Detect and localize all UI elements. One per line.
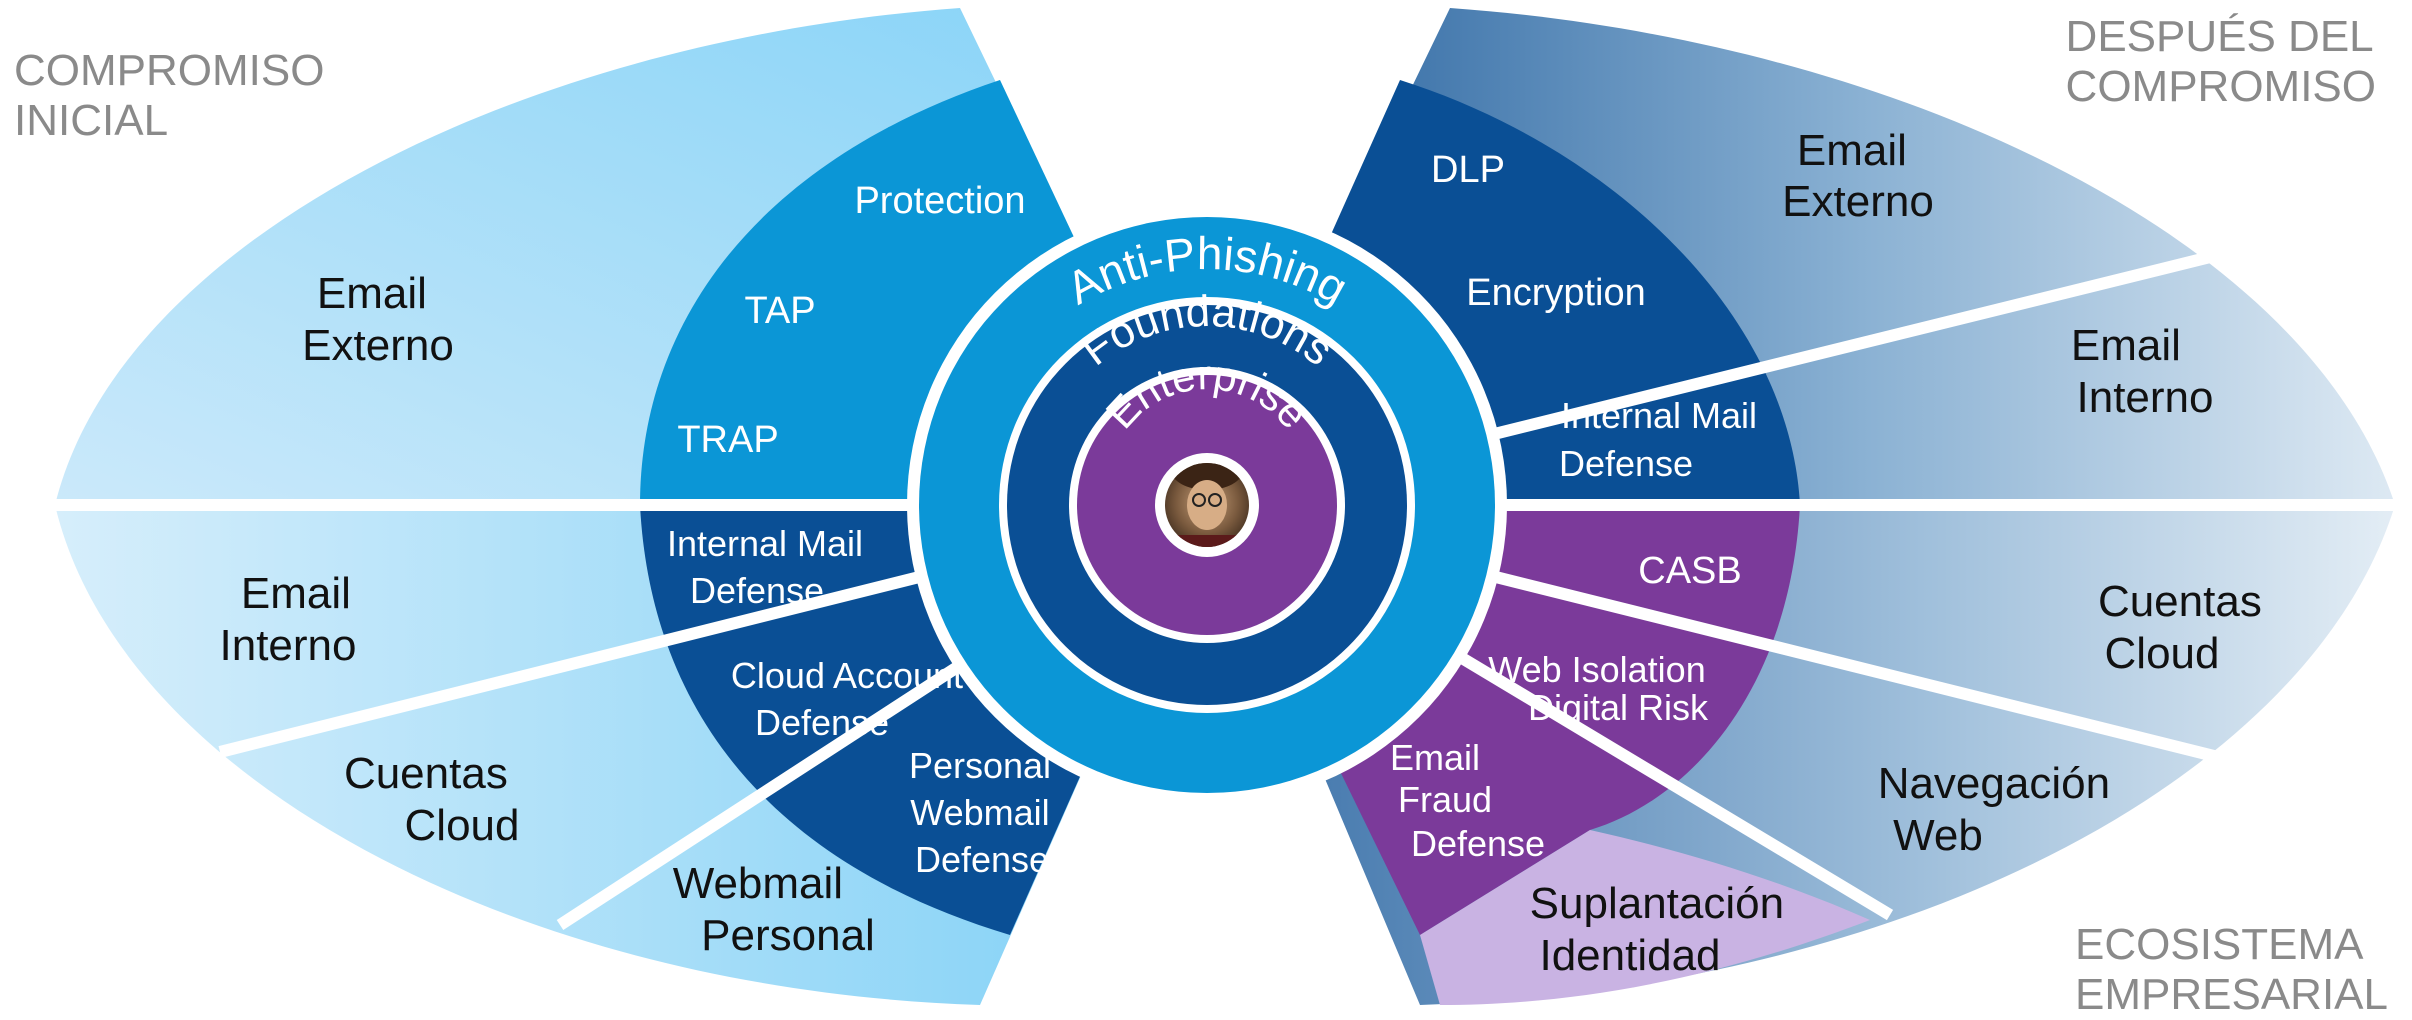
left-trap: TRAP bbox=[677, 419, 778, 461]
right-cuentas-cloud: Cuentas Cloud bbox=[2098, 577, 2274, 678]
left-personal-webmail-defense: Personal Webmail Defense bbox=[909, 745, 1061, 880]
left-tap: TAP bbox=[744, 290, 815, 332]
right-dlp: DLP bbox=[1431, 149, 1505, 191]
corner-line: COMPROMISO bbox=[2065, 62, 2376, 111]
right-casb: CASB bbox=[1638, 550, 1741, 592]
corner-line: INICIAL bbox=[14, 96, 169, 145]
corner-line: ECOSISTEMA bbox=[2075, 920, 2364, 969]
right-email-fraud-defense: Email Fraud Defense bbox=[1390, 737, 1545, 864]
left-cloud-account-defense: Cloud Account Defense bbox=[731, 655, 973, 743]
corner-line: DESPUÉS DEL bbox=[2065, 12, 2374, 61]
corner-label-compromiso-inicial: COMPROMISO INICIAL bbox=[14, 46, 324, 146]
corner-line: COMPROMISO bbox=[14, 46, 325, 95]
left-webmail-personal: Webmail Personal bbox=[673, 859, 875, 960]
right-internal-mail-defense: Internal Mail Defense bbox=[1559, 395, 1767, 484]
right-encryption: Encryption bbox=[1466, 272, 1646, 314]
right-email-interno: Email Interno bbox=[2071, 321, 2214, 422]
right-suplantacion-identidad: Suplantación Identidad bbox=[1530, 879, 1797, 980]
left-internal-mail-defense: Internal Mail Defense bbox=[667, 523, 873, 611]
left-protection: Protection bbox=[854, 180, 1025, 222]
corner-label-ecosistema-empresarial: ECOSISTEMA EMPRESARIAL bbox=[2075, 920, 2388, 1020]
left-cuentas-cloud: Cuentas Cloud bbox=[344, 749, 520, 850]
corner-label-despues-del-compromiso: DESPUÉS DEL COMPROMISO bbox=[2066, 12, 2376, 112]
right-web-isolation-digital-risk: Web Isolation Digital Risk bbox=[1488, 649, 1715, 728]
left-email-interno: Email Interno bbox=[220, 569, 364, 670]
left-email-externo: Email Externo bbox=[302, 269, 454, 370]
right-email-externo: Email Externo bbox=[1782, 126, 1934, 226]
corner-line: EMPRESARIAL bbox=[2075, 970, 2388, 1019]
right-navegacion-web: Navegación Web bbox=[1878, 759, 2123, 860]
